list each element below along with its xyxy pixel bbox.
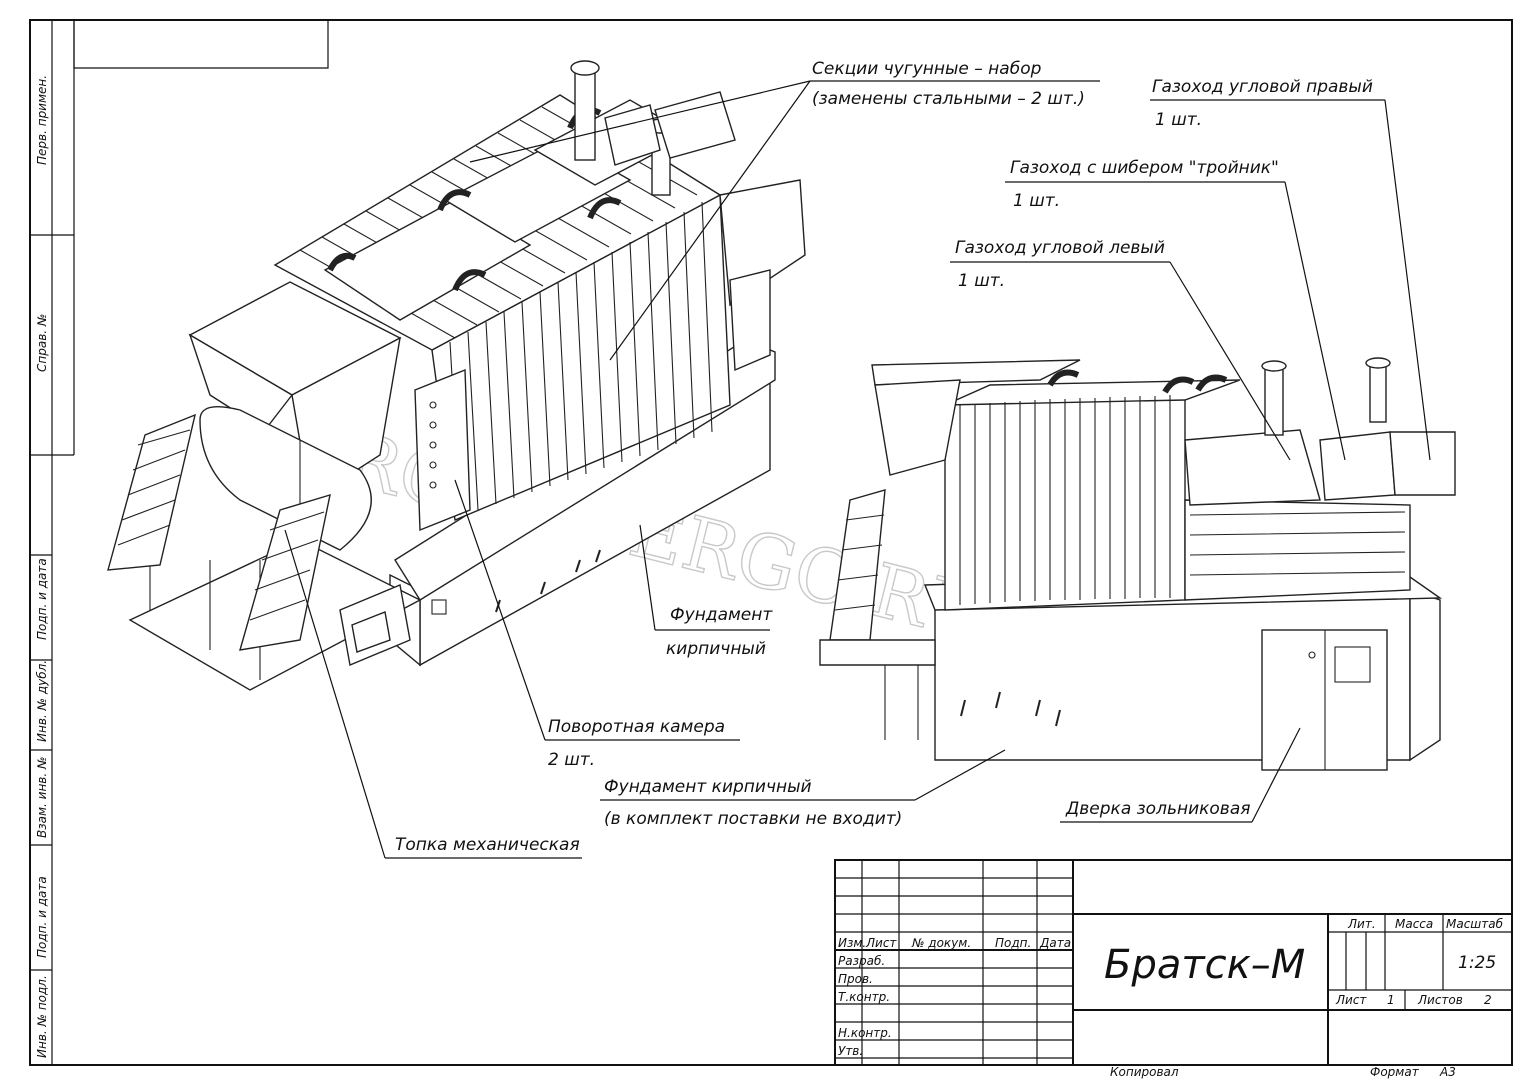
label-foundation-brick-line2: кирпичный [666, 639, 766, 659]
label-flue-tee-line2: 1 шт. [1013, 191, 1060, 211]
tb-kopiroval: Копировал [1110, 1065, 1179, 1079]
label-foundation-supply-line2: (в комплект поставки не входит) [604, 809, 902, 829]
tb-scale-value: 1:25 [1458, 953, 1496, 973]
tb-t-kontr: Т.контр. [838, 990, 890, 1004]
tb-data: Дата [1039, 936, 1071, 950]
leader-lines [284, 80, 1431, 859]
label-sections-line2: (заменены стальными – 2 шт.) [812, 89, 1085, 109]
label-flue-tee-line1: Газоход с шибером "тройник" [1010, 158, 1279, 178]
label-flue-right-line1: Газоход угловой правый [1152, 77, 1373, 97]
tb-listov-label: Листов [1417, 993, 1463, 1007]
tb-lit: Лит. [1347, 917, 1376, 931]
tb-n-dokum: № докум. [911, 936, 971, 950]
tb-razrab: Разраб. [838, 954, 885, 968]
side-label-podp-data-2: Подп. и дата [35, 876, 49, 958]
label-stoker: Топка механическая [395, 835, 580, 855]
side-label-inv-dubl: Инв. № дубл. [35, 660, 49, 742]
side-label-perv-primen: Перв. примен. [35, 75, 49, 165]
boiler-right-view [819, 357, 1456, 771]
tb-massa: Масса [1395, 917, 1433, 931]
title-block: Изм. Лист № докум. Подп. Дата Разраб. Пр… [834, 859, 1513, 1079]
label-turn-chamber-line2: 2 шт. [548, 750, 595, 770]
label-flue-left-line1: Газоход угловой левый [955, 238, 1165, 258]
boiler-left-view [107, 60, 806, 691]
tb-podp: Подп. [995, 936, 1031, 950]
side-label-vzam-inv: Взам. инв. № [35, 757, 49, 838]
label-flue-right-line2: 1 шт. [1155, 110, 1202, 130]
label-flue-left-line2: 1 шт. [958, 271, 1005, 291]
side-label-sprav-no: Справ. № [35, 314, 49, 372]
tb-list: Лист [865, 936, 897, 950]
callout-labels: Секции чугунные – набор (заменены стальн… [395, 59, 1373, 855]
sheet-frame [29, 19, 1513, 1066]
tb-n-kontr: Н.контр. [838, 1026, 892, 1040]
label-ash-door: Дверка зольниковая [1065, 799, 1250, 819]
side-strip: Перв. примен. Справ. № Подп. и дата Инв.… [30, 20, 75, 1065]
tb-listov-value: 2 [1484, 993, 1492, 1007]
top-left-stamp-box [73, 20, 329, 69]
tb-list-label: Лист [1335, 993, 1367, 1007]
tb-format-value: А3 [1439, 1065, 1456, 1079]
label-sections-line1: Секции чугунные – набор [812, 59, 1042, 79]
tb-prov: Пров. [838, 972, 873, 986]
side-label-inv-podl: Инв. № подл. [35, 975, 49, 1058]
label-foundation-supply-line1: Фундамент кирпичный [604, 777, 812, 797]
tb-list-value: 1 [1387, 993, 1395, 1007]
label-foundation-brick-line1: Фундамент [670, 605, 773, 625]
side-label-podp-data-1: Подп. и дата [35, 558, 49, 640]
tb-format-label: Формат [1370, 1065, 1420, 1079]
tb-utv: Утв. [838, 1044, 863, 1058]
tb-izm: Изм. [838, 936, 866, 950]
label-turn-chamber-line1: Поворотная камера [548, 717, 725, 737]
drawing-title: Братск–М [1104, 942, 1305, 988]
tb-masshtab: Масштаб [1446, 917, 1504, 931]
